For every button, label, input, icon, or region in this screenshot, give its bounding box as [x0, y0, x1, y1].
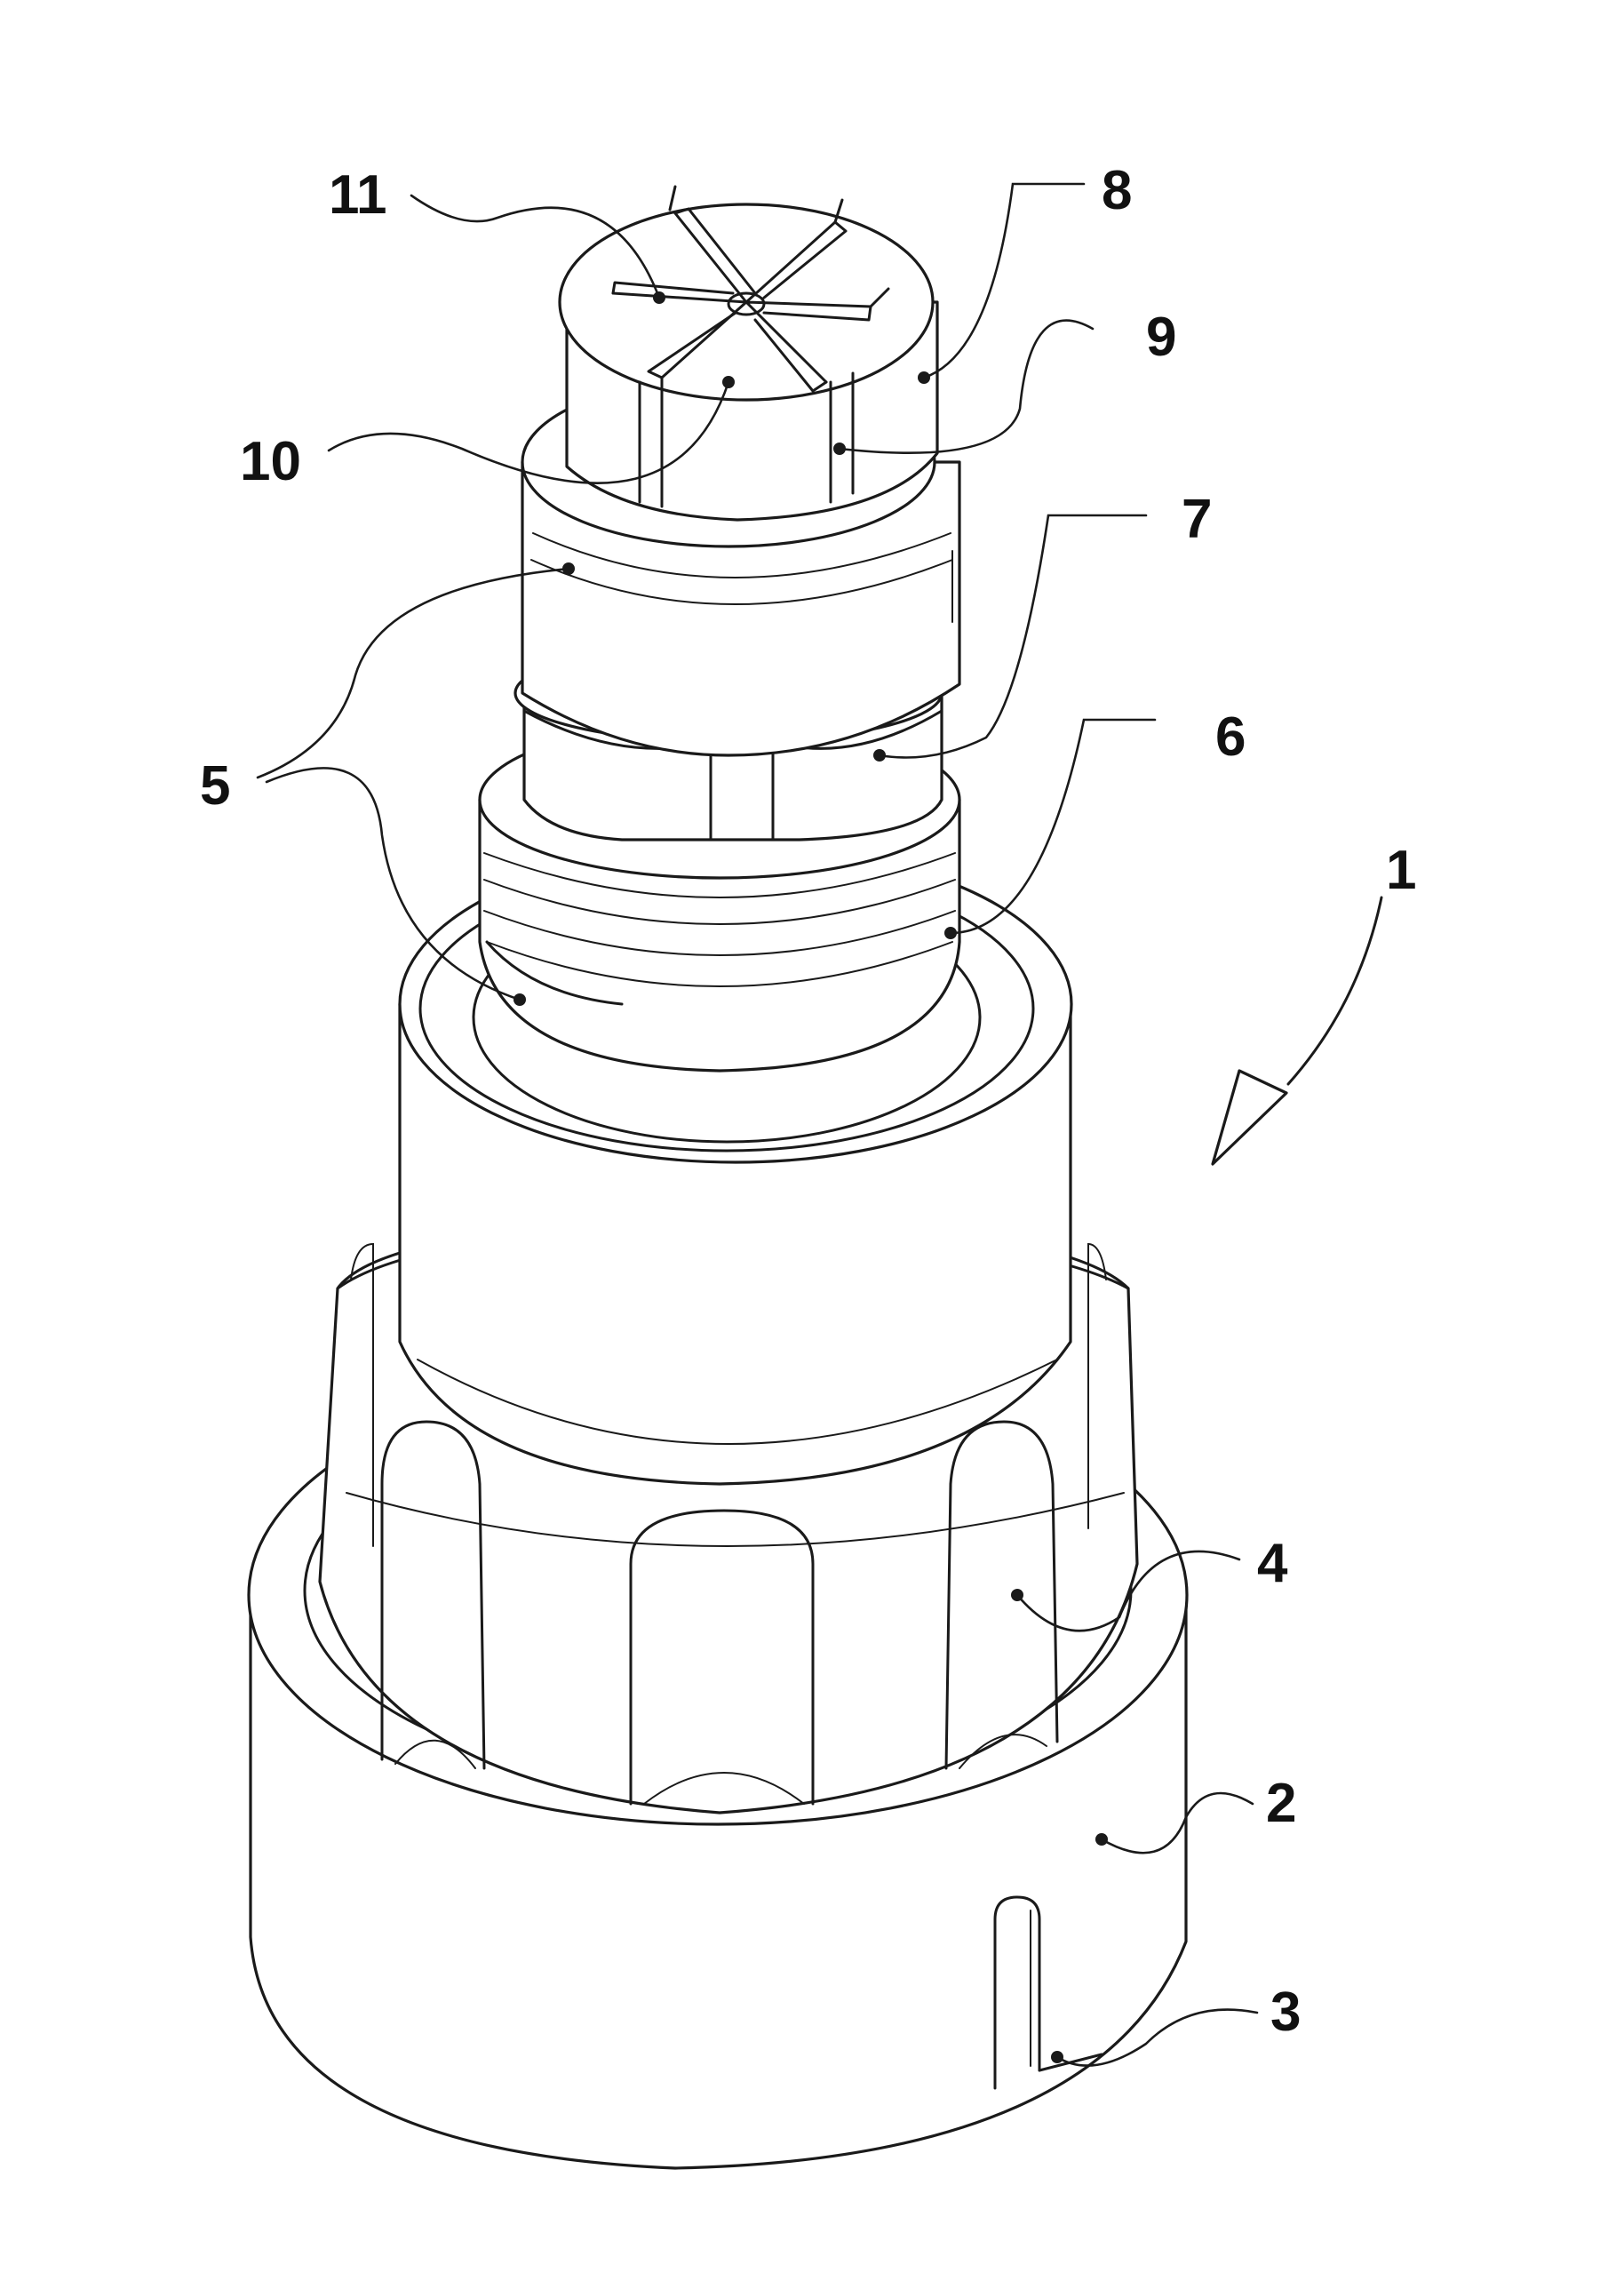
leader-8 [924, 184, 1084, 378]
label-7: 7 [1182, 489, 1212, 550]
label-6: 6 [1215, 706, 1246, 768]
label-10: 10 [240, 431, 301, 492]
top-head [560, 187, 937, 520]
reference-arrow [1213, 897, 1381, 1164]
label-11: 11 [329, 164, 387, 226]
label-9: 9 [1146, 307, 1176, 368]
label-5: 5 [200, 755, 230, 817]
label-1: 1 [1386, 840, 1416, 901]
label-2: 2 [1266, 1773, 1296, 1834]
label-4: 4 [1257, 1533, 1288, 1594]
label-8: 8 [1102, 160, 1132, 221]
label-3: 3 [1270, 1982, 1301, 2043]
